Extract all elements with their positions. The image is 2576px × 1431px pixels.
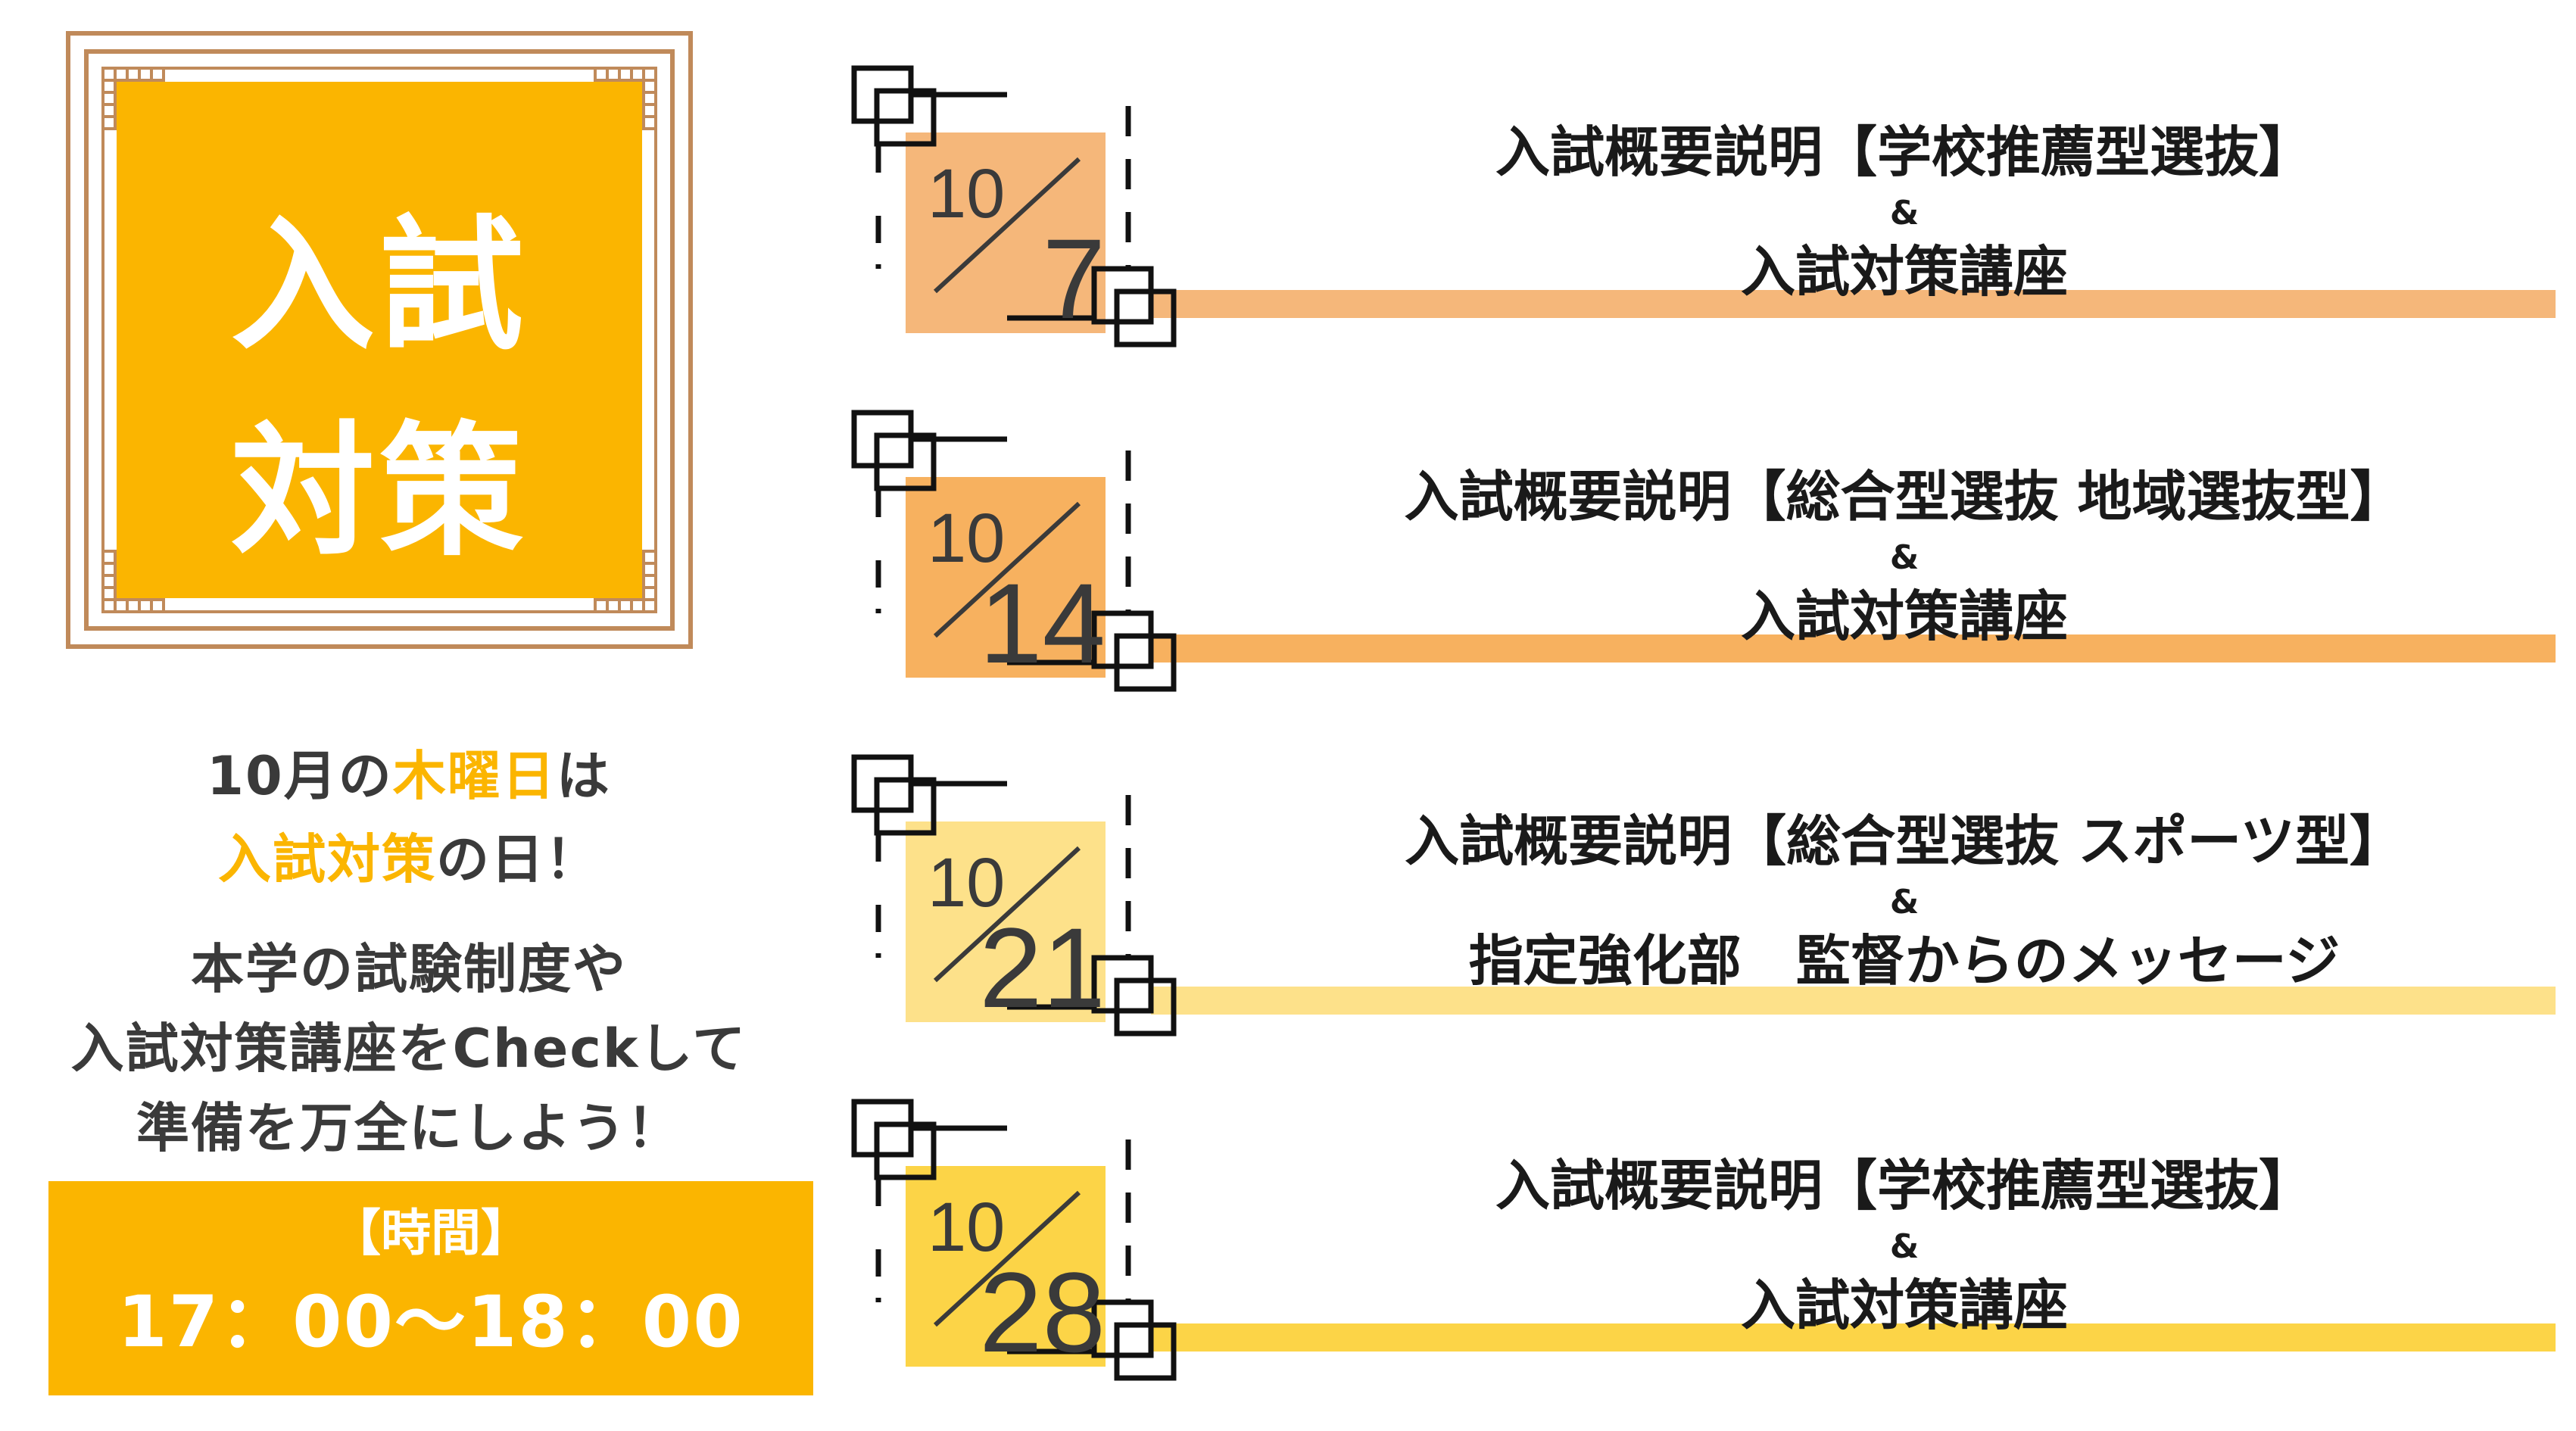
title-square: 入試 対策 <box>117 82 642 598</box>
intro-accent-text: 入試対策 <box>218 828 436 890</box>
event-title: 入試概要説明【総合型選抜 スポーツ型】 <box>1405 809 2404 873</box>
time-box: 【時間】 17：00〜18：00 <box>48 1181 813 1395</box>
date-month: 10 <box>928 500 1006 577</box>
event-ampersand: & <box>1889 538 1920 577</box>
description-line-1: 本学の試験制度や <box>191 938 627 1000</box>
intro-line-2: 入試対策の日！ <box>30 833 787 886</box>
title-line-1: 入試 <box>230 202 528 369</box>
timeline-bar <box>1151 987 2556 1015</box>
event-ampersand: & <box>1889 883 1920 921</box>
description-line-2: 入試対策講座をCheckして <box>70 1018 747 1080</box>
date-month: 10 <box>928 1189 1006 1266</box>
schedule-row: 10 7 入試概要説明【学校推薦型選抜】 & 入試対策講座 <box>833 42 2576 348</box>
title-line-2: 対策 <box>230 408 528 575</box>
timeline-bar <box>1151 634 2556 662</box>
event-subtitle: 指定強化部 監督からのメッセージ <box>1468 929 2341 993</box>
date-day: 14 <box>979 560 1106 687</box>
time-value: 17：00〜18：00 <box>117 1281 744 1364</box>
intro-text: は <box>556 745 611 807</box>
timeline-bar <box>1151 1323 2556 1352</box>
event-title: 入試概要説明【総合型選抜 地域選抜型】 <box>1404 465 2405 528</box>
timeline-bar <box>1151 290 2556 318</box>
event-subtitle: 入試対策講座 <box>1740 585 2068 648</box>
intro-text: 10月の <box>207 745 393 807</box>
event-ampersand: & <box>1889 194 1920 232</box>
time-label: 【時間】 <box>331 1204 531 1262</box>
intro-accent-text: 木曜日 <box>392 745 557 807</box>
date-bracket-ornament <box>851 1099 1177 1381</box>
event-subtitle: 入試対策講座 <box>1740 240 2068 304</box>
date-day: 28 <box>979 1249 1106 1376</box>
date-month: 10 <box>928 844 1006 921</box>
event-subtitle: 入試対策講座 <box>1740 1274 2068 1337</box>
date-month: 10 <box>928 155 1006 232</box>
event-title: 入試概要説明【学校推薦型選抜】 <box>1495 1154 2313 1217</box>
event-title: 入試概要説明【学校推薦型選抜】 <box>1495 120 2313 184</box>
date-day: 21 <box>979 904 1106 1031</box>
intro-text: の日！ <box>436 828 600 890</box>
intro-line-1: 10月の木曜日は <box>30 750 787 803</box>
event-ampersand: & <box>1889 1227 1920 1266</box>
date-bracket-ornament <box>851 410 1177 692</box>
description-line-3: 準備を万全にしよう！ <box>136 1097 681 1159</box>
date-bracket-ornament <box>851 65 1177 348</box>
date-day: 7 <box>1042 215 1106 342</box>
title-panel: 入試 対策 <box>64 29 695 651</box>
date-bracket-ornament <box>851 754 1177 1037</box>
